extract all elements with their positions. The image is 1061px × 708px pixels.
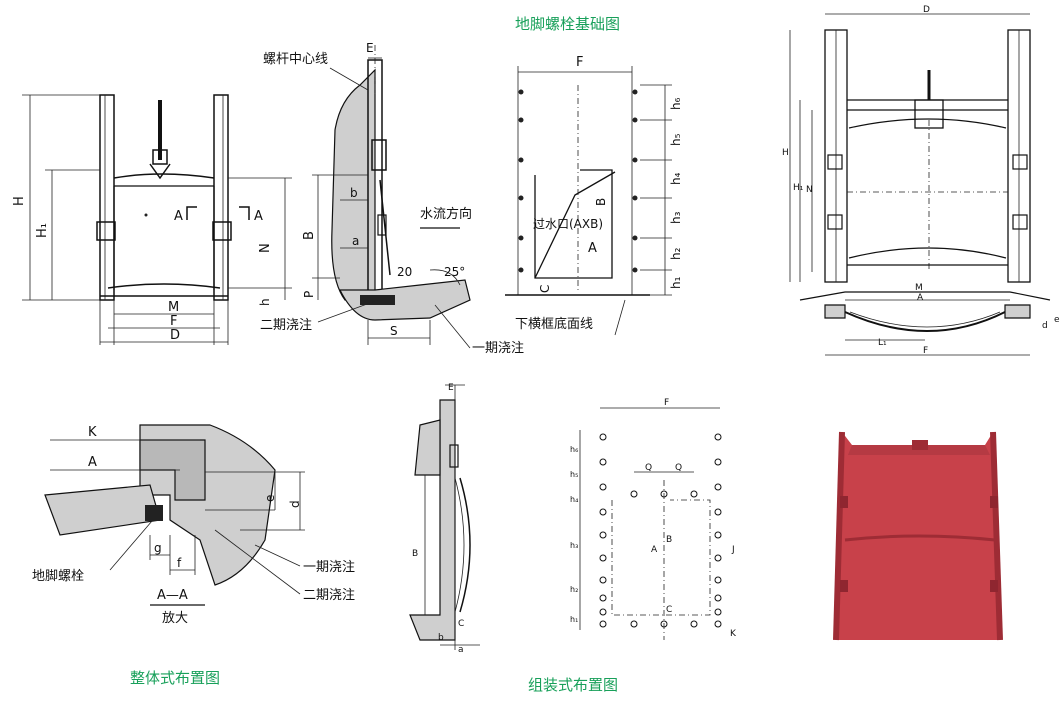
label-anchor-bolt: 地脚螺栓 [32, 568, 84, 584]
label-first-pour-side: 一期浇注 [472, 341, 524, 356]
dim-H: H [12, 196, 27, 206]
dim-h: h [258, 298, 272, 306]
gate-elevation-right-diagram: D H H₁ N M A L₁ F d [782, 5, 1060, 356]
dim-F-right: F [923, 346, 928, 356]
label-A-left: A [174, 209, 183, 224]
dim-h6: h₆ [669, 97, 683, 110]
title-assembled-layout: 组装式布置图 [528, 676, 618, 694]
dim-D-right: D [923, 5, 930, 15]
dim-A-section: A [88, 455, 97, 470]
dim-h3-layout: h₃ [570, 541, 578, 550]
dim-h4: h₄ [669, 172, 683, 185]
dim-K-layout: K [730, 629, 737, 639]
dim-e-right: e [1054, 315, 1060, 325]
dim-H-right: H [782, 148, 789, 158]
dim-N-right: N [806, 185, 813, 195]
dim-M-right: M [915, 283, 923, 293]
assembled-bolt-layout-diagram: F Q Q A B C J K h₆ h₅ h₄ h₃ h₂ h₁ [570, 398, 737, 640]
anchor-bolt-foundation-diagram: F 过水口(AXB) A B C h₆ h₅ h₄ h₃ h₂ h₁ 下横框底面… [505, 55, 683, 336]
dim-h2: h₂ [669, 247, 683, 260]
dim-a: a [352, 234, 359, 248]
dim-h6-layout: h₆ [570, 445, 578, 454]
dim-C-foundation: C [538, 285, 552, 293]
dim-B-orifice: B [594, 198, 608, 206]
label-enlarged: 放大 [162, 611, 188, 626]
dim-B: B [302, 231, 317, 240]
dim-S: S [390, 324, 398, 338]
dim-h5: h₅ [669, 133, 683, 146]
dim-c-assembled: C [458, 619, 464, 629]
dim-Q-left: Q [645, 463, 652, 473]
label-first-pour-section: 一期浇注 [303, 560, 355, 575]
dim-Q-right: Q [675, 463, 682, 473]
dim-N: N [258, 243, 273, 253]
dim-L1-right: L₁ [878, 338, 887, 348]
dim-H1-right: H₁ [793, 183, 804, 193]
dim-A-right: A [917, 293, 924, 303]
dim-F-foundation: F [576, 55, 583, 70]
label-screw-center-line: 螺杆中心线 [263, 52, 328, 67]
dim-K-section: K [88, 425, 97, 440]
dim-A-orifice: A [588, 241, 597, 256]
dim-h3: h₃ [669, 211, 683, 224]
dim-d-section: d [288, 500, 302, 508]
dim-A-assembled: A [651, 545, 658, 555]
dim-h2-layout: h₂ [570, 585, 578, 594]
label-A-right: A [254, 209, 263, 224]
dim-a-assembled: a [458, 645, 464, 655]
dim-d-right: d [1042, 321, 1048, 331]
dim-f-section: f [177, 556, 182, 570]
dim-P: P [302, 291, 316, 298]
label-angle-25: 25° [444, 265, 465, 279]
assembled-side-section-diagram: E B a b C [409, 383, 480, 655]
label-angle-20: 20 [397, 265, 412, 279]
dim-g-section: g [154, 541, 162, 555]
label-second-pour-side: 二期浇注 [260, 318, 312, 333]
label-section-aa: A—A [157, 588, 188, 603]
dim-E-assembled: E [448, 383, 454, 393]
label-second-pour-section: 二期浇注 [303, 588, 355, 603]
dim-e-section: e [263, 495, 277, 502]
dim-J-layout: J [731, 545, 735, 555]
dim-b: b [350, 186, 358, 200]
dim-h1: h₁ [669, 276, 683, 289]
dim-B-layout: B [666, 535, 672, 545]
label-water-flow-direction: 水流方向 [420, 206, 472, 222]
dim-M: M [168, 300, 179, 315]
dim-F: F [170, 314, 177, 329]
section-aa-enlarged-diagram: K A e d g f 地脚螺栓 一期浇注 二期浇注 A—A 放大 [32, 424, 355, 626]
side-section-diagram: E 螺杆中心线 B b a P S 水流方向 20 25° 二期浇注 一期浇注 [260, 41, 524, 356]
dim-h4-layout: h₄ [570, 495, 578, 504]
dim-H1: H₁ [35, 223, 50, 238]
title-integral-layout: 整体式布置图 [130, 669, 220, 687]
dim-b-assembled: b [438, 633, 444, 643]
front-elevation-diagram: A A H H₁ N h M F D [12, 94, 292, 345]
dim-C-layout: C [666, 605, 672, 615]
dim-h5-layout: h₅ [570, 470, 578, 479]
dim-F-assembled: F [664, 398, 669, 408]
gate-photo [833, 431, 1003, 641]
label-orifice: 过水口(AXB) [533, 217, 603, 231]
title-anchor-bolt-foundation: 地脚螺栓基础图 [515, 15, 620, 33]
dim-h1-layout: h₁ [570, 615, 578, 624]
dim-B-assembled: B [412, 549, 418, 559]
label-lower-frame-bottom-line: 下横框底面线 [515, 316, 593, 332]
dim-E: E [366, 41, 374, 55]
dim-D: D [170, 328, 180, 343]
